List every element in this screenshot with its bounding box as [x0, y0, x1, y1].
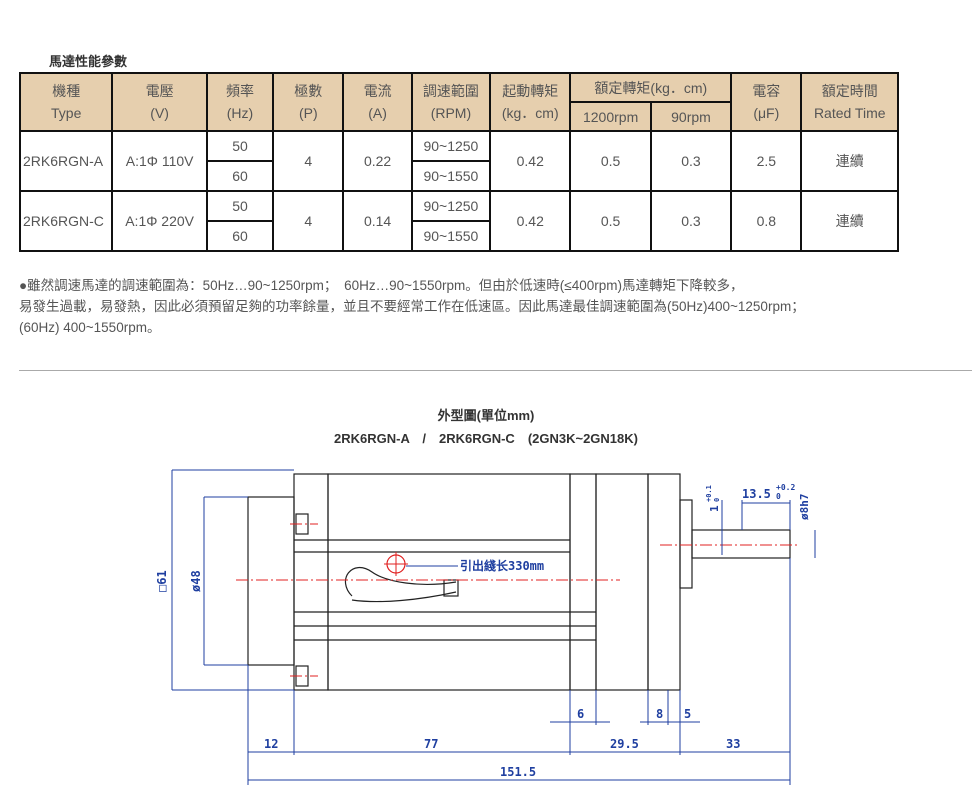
dim-1-tol-lower: 0: [713, 498, 721, 502]
row-a-speed-60: 90~1550: [410, 160, 492, 192]
dim-shaft-8h7: ø8h7: [798, 494, 811, 521]
dim-dia-48: ø48: [189, 570, 203, 592]
row-a-freq-60: 60: [205, 160, 275, 192]
drawing-subtitle: 2RK6RGN-A / 2RK6RGN-C (2GN3K~2GN18K): [334, 431, 638, 446]
note-line-2: 易發生過載，易發熱，因此必須預留足夠的功率餘量，並且不要經常工作在低速區。因此馬…: [19, 299, 805, 314]
dim-square-61: □61: [155, 570, 169, 592]
dim-29-5: 29.5: [610, 737, 639, 751]
header-rated-torque: 額定轉矩(kg．cm): [569, 72, 733, 103]
dim-13-5-tol-upper: +0.2: [776, 483, 795, 492]
row-c-poles: 4: [272, 190, 345, 252]
dim-5: 5: [684, 707, 691, 721]
row-c-start-torque: 0.42: [489, 190, 572, 252]
header-poles: 極數(P): [272, 72, 345, 132]
dim-13-5: 13.5: [742, 487, 771, 501]
header-start-torque: 起動轉矩(kg．cm): [489, 72, 572, 132]
row-c-speed-50: 90~1250: [410, 190, 492, 222]
row-c-speed-60: 90~1550: [410, 220, 492, 252]
dim-12: 12: [264, 737, 278, 751]
header-1200rpm: 1200rpm: [569, 101, 652, 132]
row-a-torque-90: 0.3: [649, 130, 733, 192]
row-a-start-torque: 0.42: [489, 130, 572, 192]
speed-range-note: ●雖然調速馬達的調速範圍為：50Hz…90~1250rpm； 60Hz…90~1…: [19, 275, 919, 338]
row-a-poles: 4: [272, 130, 345, 192]
row-c-torque-1200: 0.5: [569, 190, 652, 252]
dim-77: 77: [424, 737, 438, 751]
header-speed-range: 調速範圍(RPM): [410, 72, 492, 132]
dim-151-5: 151.5: [500, 765, 536, 779]
row-c-rated-time: 連續: [800, 190, 899, 252]
dim-1: 1: [708, 505, 721, 512]
motor-outline: [247, 473, 791, 691]
note-line-1: ●雖然調速馬達的調速範圍為：50Hz…90~1250rpm； 60Hz…90~1…: [19, 278, 744, 293]
dim-6: 6: [577, 707, 584, 721]
row-a-torque-1200: 0.5: [569, 130, 652, 192]
row-c-current: 0.14: [342, 190, 413, 252]
row-a-speed-50: 90~1250: [410, 130, 492, 162]
dim-13-5-tol-lower: 0: [776, 492, 781, 501]
header-frequency: 頻率(Hz): [205, 72, 275, 132]
row-a-capacitor: 2.5: [730, 130, 803, 192]
lead-wire-marker: [384, 552, 408, 576]
row-a-current: 0.22: [342, 130, 413, 192]
dim-33: 33: [726, 737, 740, 751]
outline-drawing: 引出綫长330mm 12 77 29.5 33 151.5 6 8 5 13.5…: [155, 469, 816, 785]
dim-8: 8: [656, 707, 663, 721]
row-a-voltage: A:1Φ 110V: [111, 130, 208, 192]
row-c-torque-90: 0.3: [649, 190, 733, 252]
header-90rpm: 90rpm: [649, 101, 733, 132]
lead-label: 引出綫长330mm: [460, 558, 544, 573]
row-c-voltage: A:1Φ 220V: [111, 190, 208, 252]
row-c-freq-60: 60: [205, 220, 275, 252]
section-title: 馬達性能參數: [49, 54, 128, 69]
drawing-title: 外型圖(單位mm): [437, 408, 535, 423]
row-c-capacitor: 0.8: [730, 190, 803, 252]
row-c-model: 2RK6RGN-C: [18, 190, 114, 252]
header-voltage: 電壓(V): [111, 72, 208, 132]
center-lines: [236, 523, 800, 677]
header-capacitor: 電容(μF): [730, 72, 803, 132]
note-line-3: (60Hz) 400~1550rpm。: [19, 320, 161, 335]
section-divider: [19, 370, 972, 371]
row-c-freq-50: 50: [205, 190, 275, 222]
dimension-lines: [171, 469, 816, 785]
row-a-rated-time: 連續: [800, 130, 899, 192]
row-a-freq-50: 50: [205, 130, 275, 162]
header-current: 電流(A): [342, 72, 413, 132]
dim-1-tol-upper: +0.1: [705, 485, 713, 502]
row-a-model: 2RK6RGN-A: [18, 130, 114, 192]
